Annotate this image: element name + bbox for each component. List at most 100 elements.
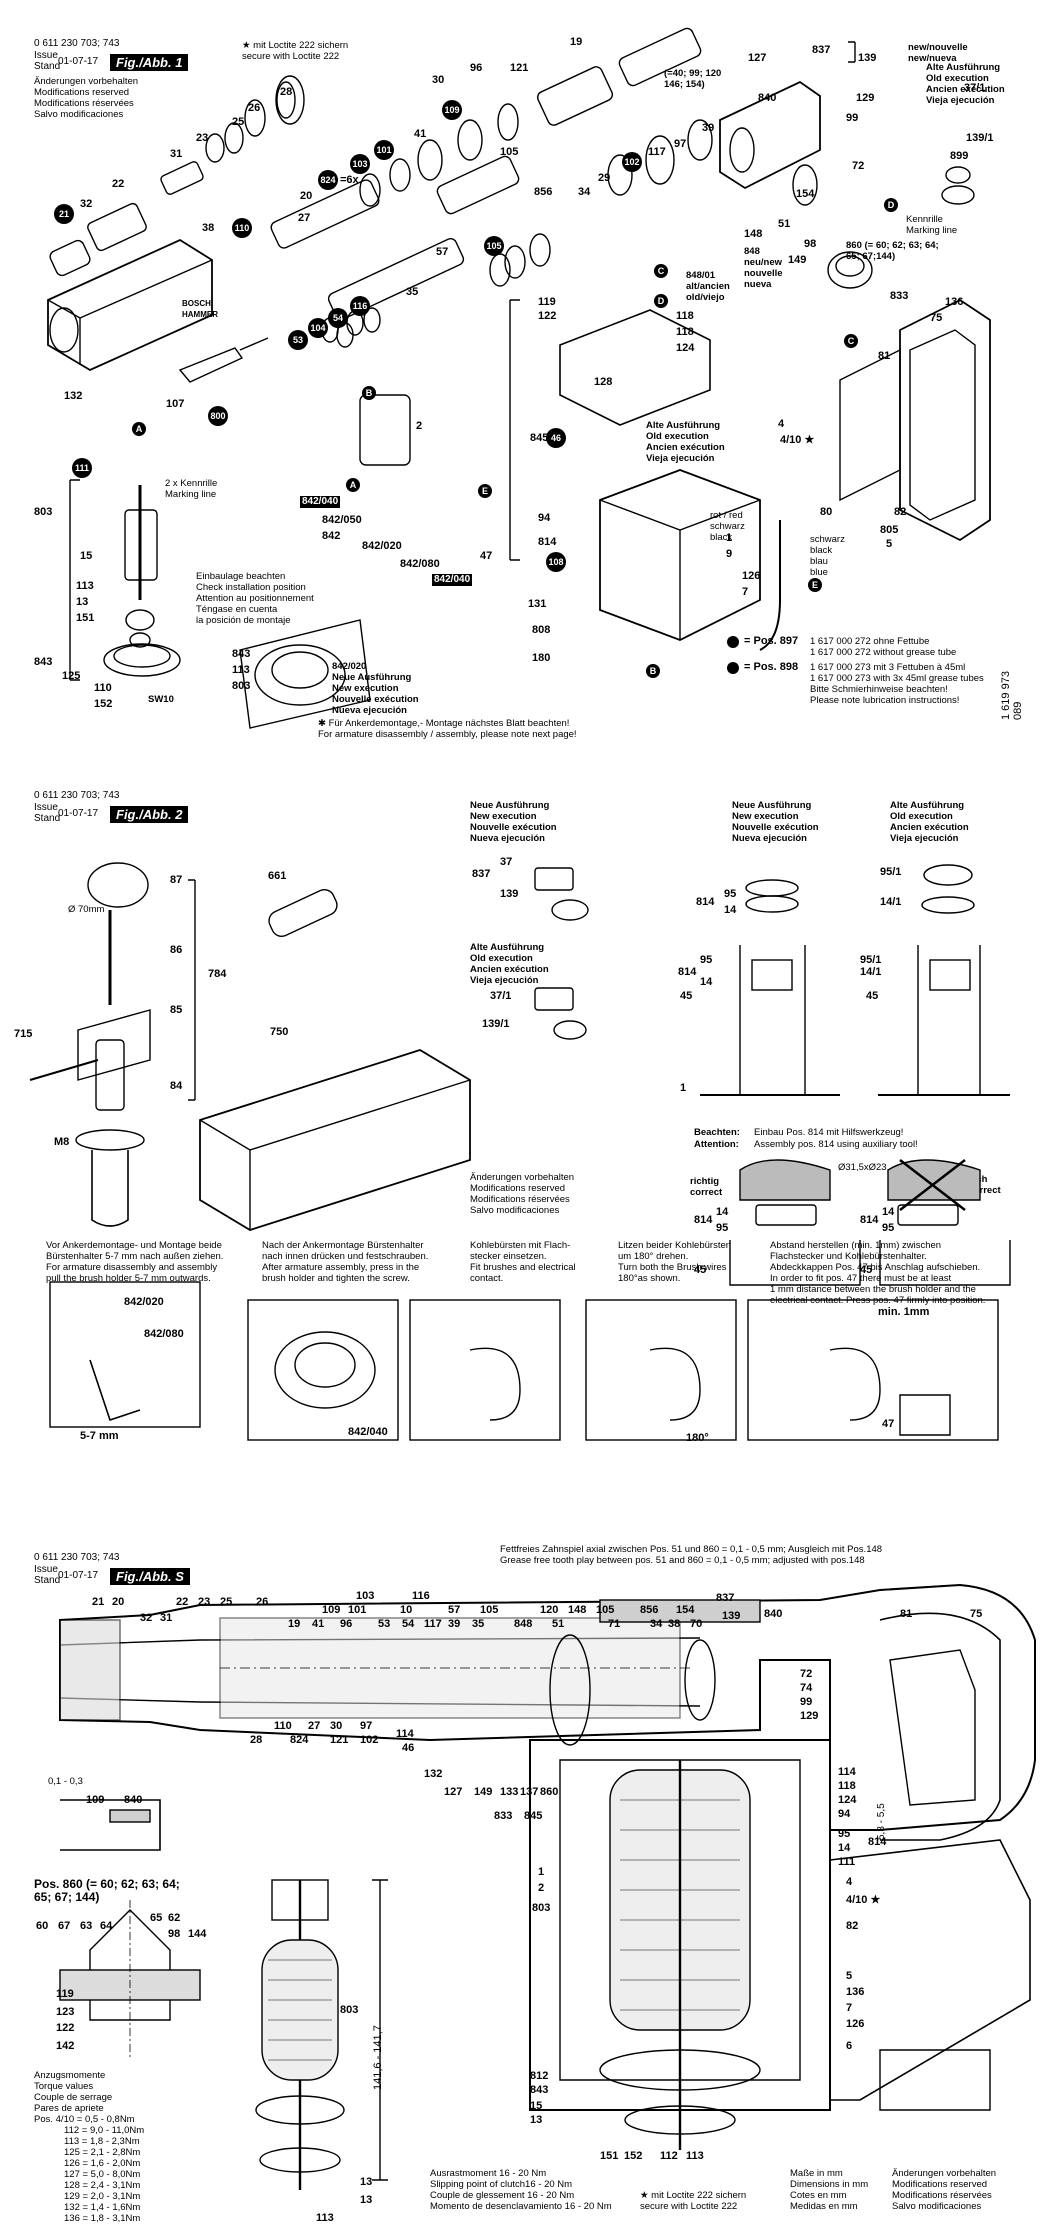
s-label-30: 30: [330, 1720, 343, 1732]
part-label-122: 122: [538, 310, 557, 322]
part-label-125: 125: [62, 670, 81, 682]
part-label-117: 117: [648, 146, 666, 158]
part-badge-101: 101: [374, 140, 394, 160]
s-label-19: 19: [288, 1618, 301, 1630]
sheet1-date: 01-07-17: [58, 56, 99, 67]
s-label-113b: 113: [316, 2212, 334, 2224]
s-label-114r: 114: [838, 1766, 856, 1778]
s2-label-37-1: 37/1: [490, 990, 512, 1002]
s-label-144: 144: [188, 1928, 207, 1940]
s-label-67: 67: [58, 1920, 71, 1932]
step-label-min1mm: min. 1mm: [878, 1306, 930, 1318]
sheet2-changes: Änderungen vorbehalten Modifications res…: [470, 1172, 575, 1216]
s-label-54: 54: [402, 1618, 415, 1630]
step-label-842-020: 842/020: [124, 1296, 164, 1308]
s2-label-45a: 45: [680, 990, 693, 1002]
s2-label-14-1b: 14/1: [860, 966, 882, 978]
beachten-text: Einbau Pos. 814 mit Hilfswerkzeug!: [754, 1127, 904, 1138]
part-label-81: 81: [878, 350, 891, 362]
sheet2-fig-tag: Fig./Abb. 2: [110, 806, 189, 824]
part-label-139-1: 139/1: [966, 132, 994, 144]
s2-label-85: 85: [170, 1004, 183, 1016]
part-label-75: 75: [930, 312, 943, 324]
s-label-137: 137: [520, 1786, 539, 1798]
s-label-13c: 13: [360, 2194, 373, 2206]
s-label-105b: 105: [596, 1604, 615, 1616]
step-label-842-080: 842/080: [144, 1328, 184, 1340]
sheet2-old-exec-a: Alte Ausführung Old execution Ancien exé…: [470, 942, 549, 986]
part-label-15: 15: [80, 550, 93, 562]
s2-label-14b: 14: [700, 976, 713, 988]
s2-label-95-1b: 95/1: [860, 954, 882, 966]
s-label-5: 5: [846, 1970, 853, 1982]
s-label-848: 848: [514, 1618, 533, 1630]
s-label-113: 113: [686, 2150, 704, 2162]
part-label-35: 35: [406, 286, 419, 298]
part-label-845: 845: [530, 432, 549, 444]
sheet1-issue-label: Issue: [34, 50, 58, 61]
part-label-72: 72: [852, 160, 865, 172]
torque-row: 113 = 1,8 - 2,3Nm: [64, 2136, 140, 2147]
part-label-4-10: 4/10 ★: [780, 434, 815, 446]
attention-text: Assembly pos. 814 using auxiliary tool!: [754, 1139, 918, 1150]
step-label-5-7mm: 5-7 mm: [80, 1430, 119, 1442]
s-label-1: 1: [538, 1866, 545, 1878]
part-label-23: 23: [196, 132, 209, 144]
s-label-803b: 803: [340, 2004, 359, 2016]
s-label-111: 111: [838, 1856, 856, 1868]
step-label-842-040: 842/040: [348, 1426, 388, 1438]
s2-label-139-1: 139/1: [482, 1018, 510, 1030]
torque-list: Pos. 4/10 = 0,5 - 0,8Nm 112 = 9,0 - 11,0…: [34, 2114, 144, 2224]
part-label-105: 105: [500, 146, 519, 158]
s-label-109b: 109: [86, 1794, 105, 1806]
part-label-843b: 843: [232, 648, 251, 660]
sheet2-new-exec-b: Neue Ausführung New execution Nouvelle e…: [732, 800, 819, 844]
s-label-75: 75: [970, 1608, 983, 1620]
marker-c-2: C: [844, 334, 858, 348]
sheetS-loctite-note: ★ mit Loctite 222 sichern secure with Lo…: [640, 2190, 747, 2212]
sheet1-old-alt: 848/01 alt/ancien old/viejo: [686, 270, 730, 303]
part-label-151: 151: [76, 612, 95, 624]
step-1-text: Vor Ankerdemontage- und Montage beide Bü…: [46, 1240, 224, 1284]
part-label-32: 32: [80, 198, 93, 210]
s-label-41: 41: [312, 1618, 325, 1630]
s-label-110: 110: [274, 1720, 292, 1732]
part-label-121: 121: [510, 62, 529, 74]
sheetS-date: 01-07-17: [58, 1570, 99, 1581]
s-label-119: 119: [56, 1988, 74, 2000]
sheetS-gap: 0,1 - 0,3: [48, 1776, 83, 1787]
sheetS-doc-number: 0 611 230 703; 743: [34, 1552, 120, 1563]
part-label-38: 38: [202, 222, 215, 234]
part-badge-824: 824: [318, 170, 338, 190]
sheet1-fig-tag: Fig./Abb. 1: [110, 54, 189, 72]
s-label-101: 101: [348, 1604, 367, 1616]
torque-row: 125 = 2,1 - 2,8Nm: [64, 2147, 141, 2158]
part-label-7: 7: [742, 586, 749, 598]
s-label-74: 74: [800, 1682, 813, 1694]
sheetS-changes: Änderungen vorbehalten Modifications res…: [892, 2168, 997, 2212]
sheet1-changes-note: Änderungen vorbehalten Modifications res…: [34, 76, 139, 120]
sheet1-variants: (=40; 99; 120 146; 154): [664, 68, 722, 90]
s-label-824: 824: [290, 1734, 309, 1746]
part-label-842-080: 842/080: [400, 558, 440, 570]
housing-brand: BOSCH HAMMER: [182, 299, 218, 319]
s2-label-95-1a: 95/1: [880, 866, 902, 878]
part-label-149: 149: [788, 254, 807, 266]
s-label-151: 151: [600, 2150, 619, 2162]
s-label-812: 812: [530, 2070, 549, 2082]
part-label-99: 99: [846, 112, 859, 124]
part-label-2: 2: [416, 420, 423, 432]
sheet2-fig-label: Fig./Abb. 2: [110, 806, 189, 823]
s-label-32: 32: [140, 1612, 153, 1624]
part-label-113a: 113: [76, 580, 94, 592]
part-label-80: 80: [820, 506, 833, 518]
part-label-805: 805: [880, 524, 899, 536]
s-label-10: 10: [400, 1604, 413, 1616]
part-label-51: 51: [778, 218, 791, 230]
torque-row: 127 = 5,0 - 8,0Nm: [64, 2169, 141, 2180]
s-label-843: 843: [530, 2084, 549, 2096]
part-label-814: 814: [538, 536, 557, 548]
s-label-840: 840: [764, 1608, 783, 1620]
s2-label-84: 84: [170, 1080, 183, 1092]
